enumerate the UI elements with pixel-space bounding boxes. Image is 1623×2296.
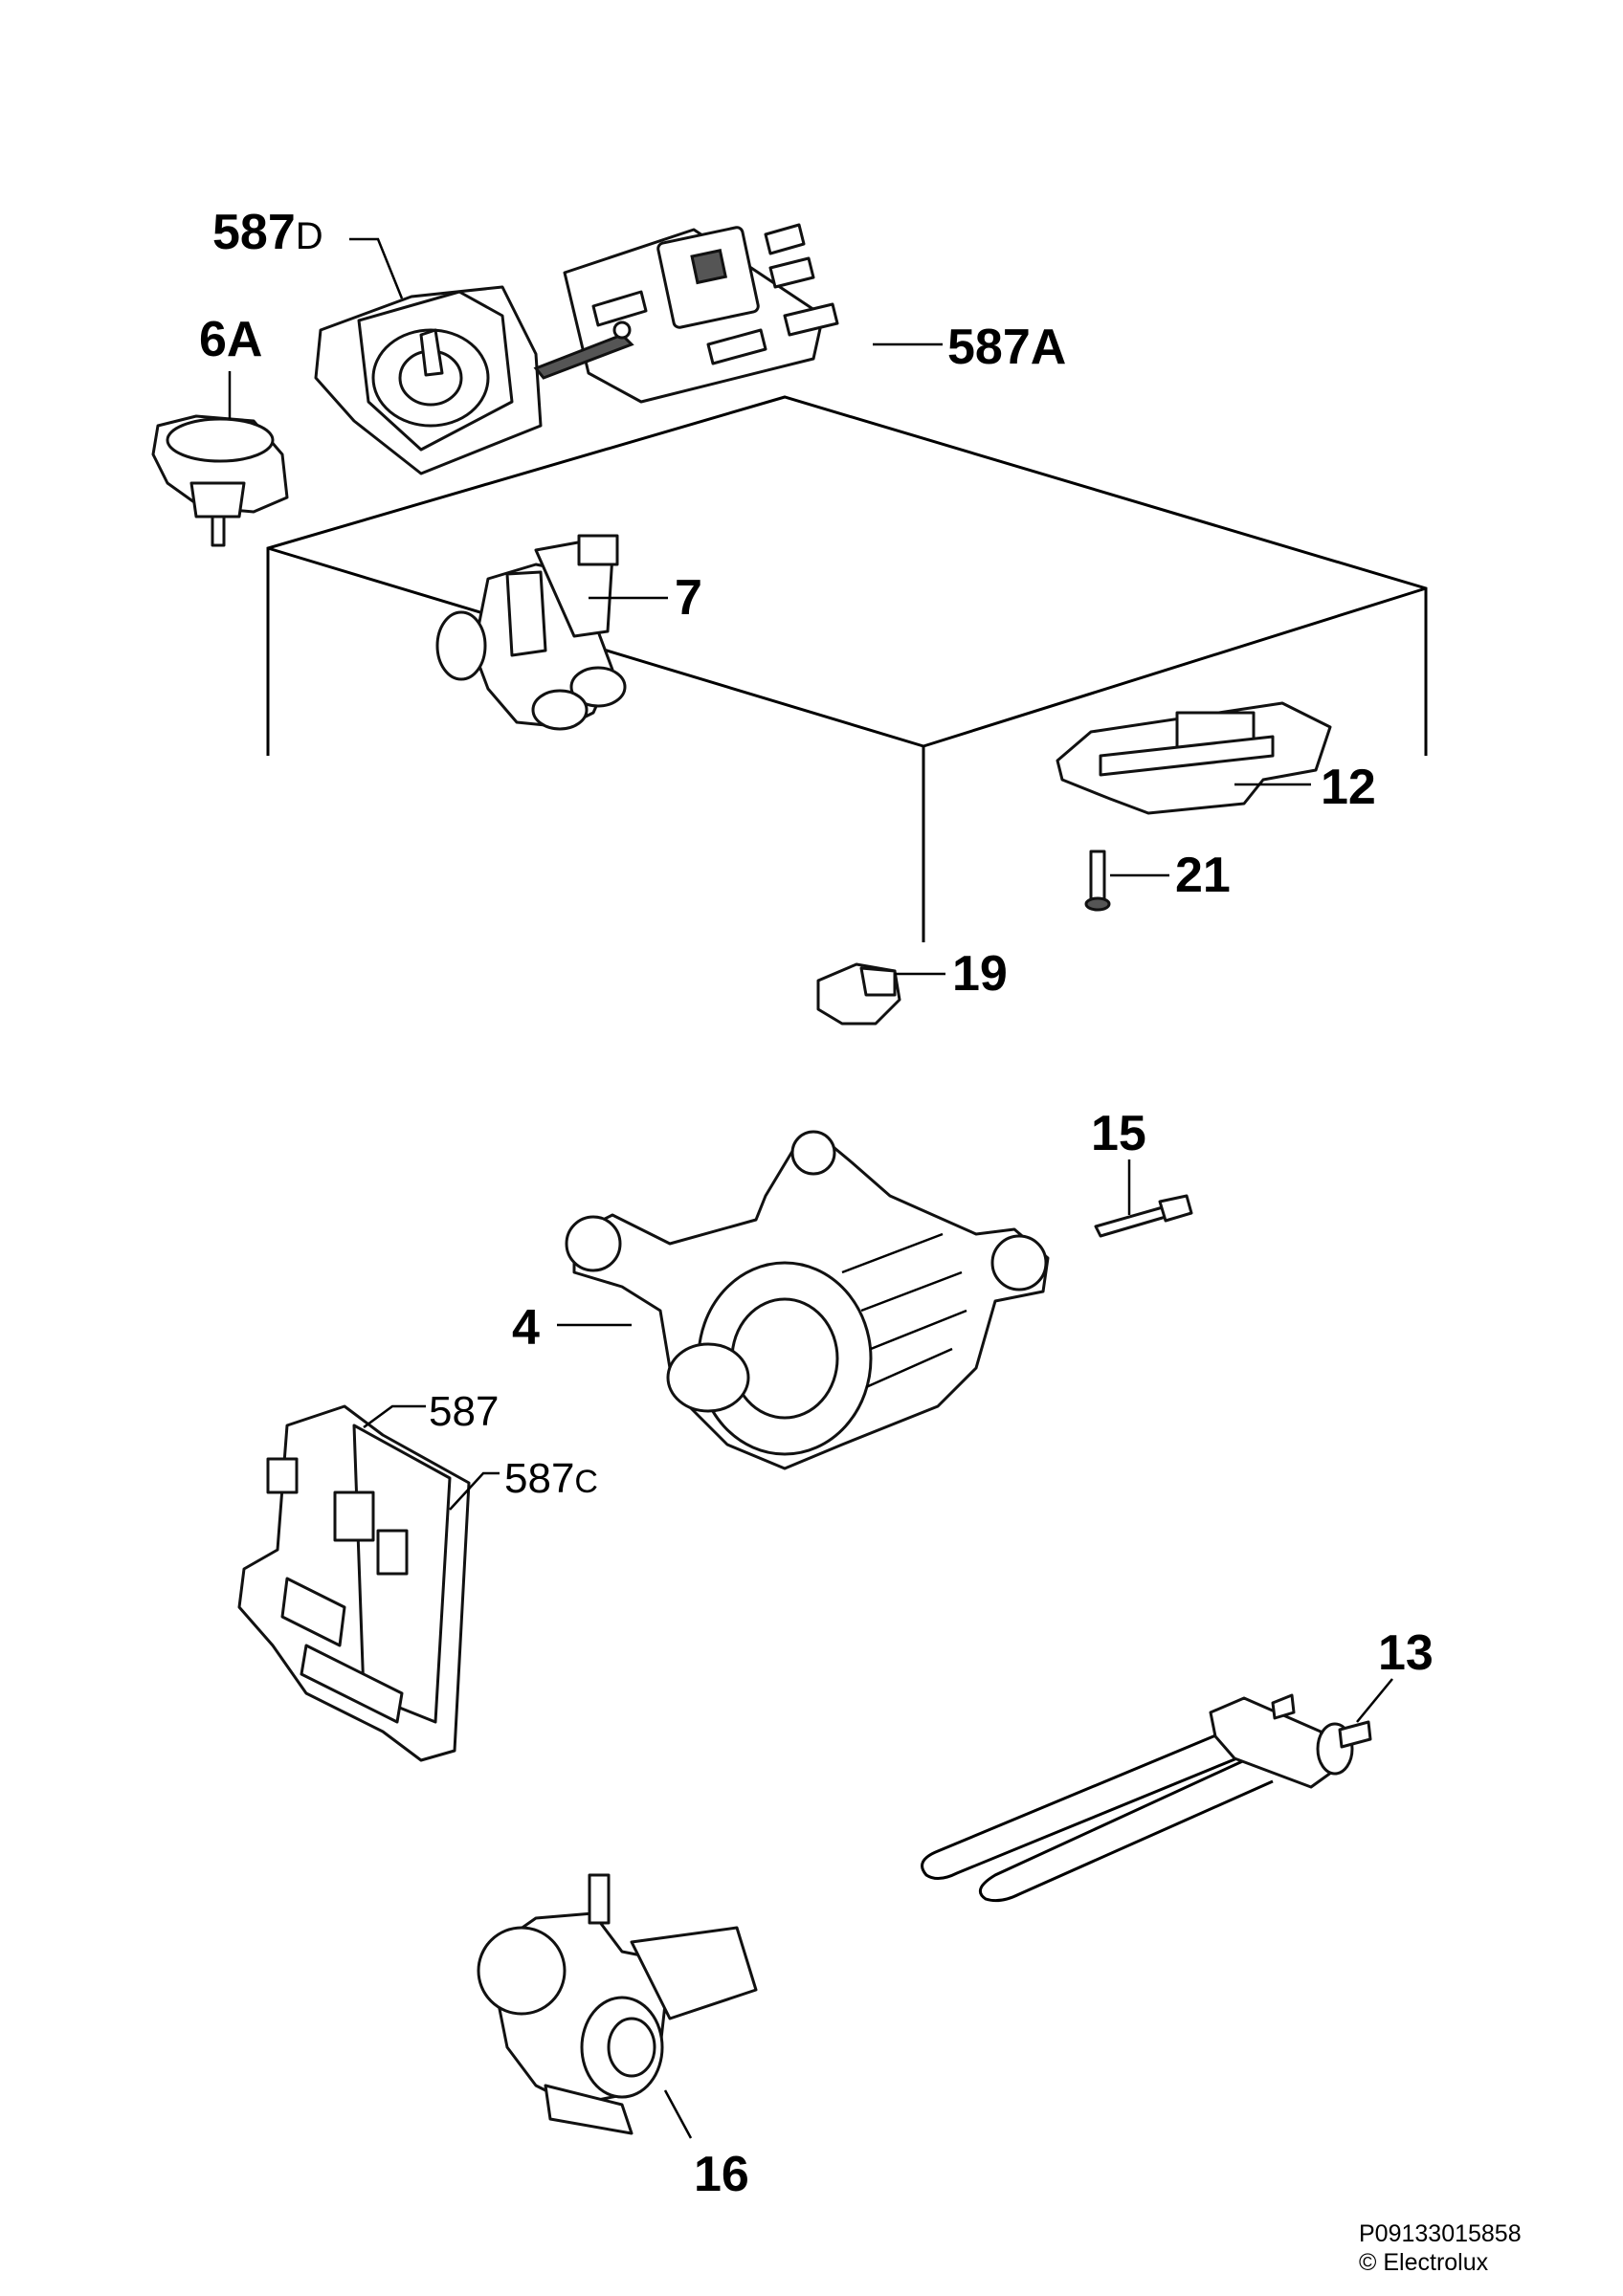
part-4-motor[interactable] <box>565 1130 1050 1470</box>
label-12: 12 <box>1321 760 1376 815</box>
label-4: 4 <box>512 1300 540 1356</box>
label-19: 19 <box>952 946 1008 1002</box>
part-587d-housing[interactable] <box>314 285 543 475</box>
label-587c-suffix: C <box>574 1464 598 1500</box>
label-587a: 587A <box>947 320 1066 375</box>
part-7-inlet-valve[interactable] <box>435 534 627 731</box>
part-15-bolt[interactable] <box>1094 1194 1193 1238</box>
label-587d-suffix: D <box>296 215 323 257</box>
part-21-screw[interactable] <box>1084 850 1111 912</box>
part-12-door-lock[interactable] <box>1056 701 1332 815</box>
part-587-main-module[interactable] <box>237 1404 471 1762</box>
cabinet-outline <box>266 395 1428 942</box>
part-19-clip[interactable] <box>816 962 901 1026</box>
label-587c: 587C <box>504 1455 598 1502</box>
drawing-code: P09133015858 <box>1359 2220 1522 2247</box>
label-13: 13 <box>1378 1625 1434 1681</box>
part-6a-pressure-switch[interactable] <box>151 414 289 547</box>
part-16-drain-pump[interactable] <box>477 1873 758 2135</box>
label-587d: 587D <box>212 205 323 260</box>
label-6a: 6A <box>199 312 262 367</box>
label-16: 16 <box>694 2147 749 2202</box>
copyright: © Electrolux <box>1359 2249 1489 2276</box>
part-13-heating-element[interactable] <box>921 1693 1372 1903</box>
part-587a-control-board[interactable] <box>533 223 839 404</box>
leader-lines <box>228 237 1393 2139</box>
label-15: 15 <box>1091 1106 1146 1161</box>
footer: P09133015858 © Electrolux <box>1359 2219 1522 2277</box>
label-587: 587 <box>429 1388 499 1435</box>
label-21: 21 <box>1175 848 1231 903</box>
label-7: 7 <box>675 570 702 626</box>
